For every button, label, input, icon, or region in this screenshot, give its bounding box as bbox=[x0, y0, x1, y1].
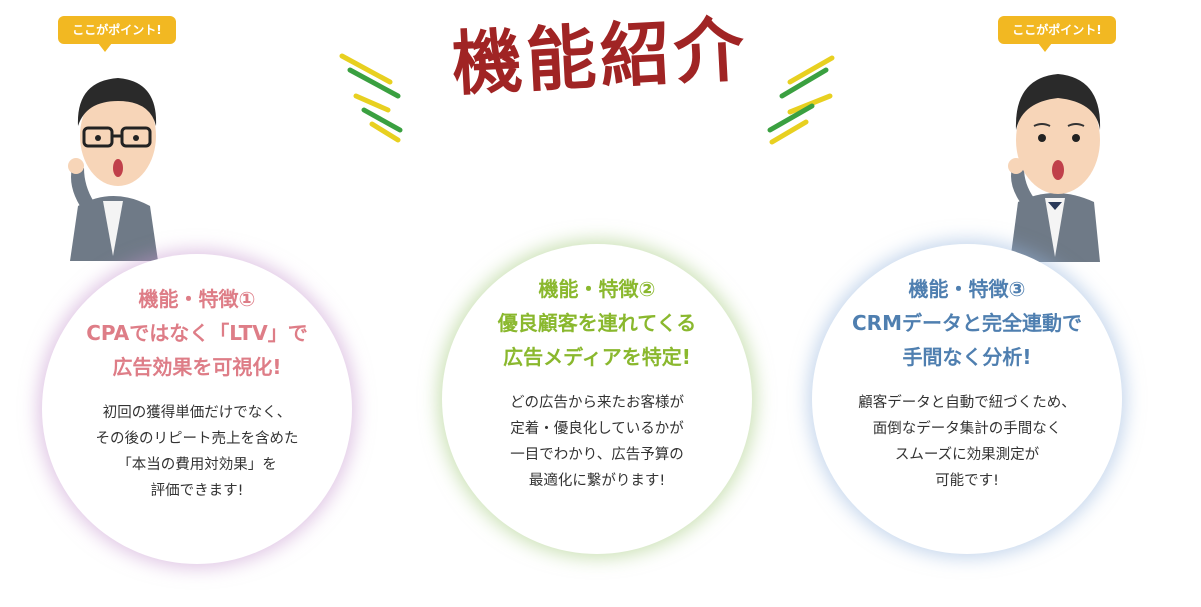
feature-1-body-line-4: 評価できます! bbox=[150, 483, 244, 499]
point-badge-right: ここがポイント! bbox=[998, 16, 1116, 52]
feature-card-1: 機能・特徴① CPAではなく「LTV」で 広告効果を可視化! 初回の獲得単価だけ… bbox=[42, 254, 352, 564]
feature-2-description: どの広告から来たお客様が 定着・優良化しているかが 一目でわかり、広告予算の 最… bbox=[452, 390, 742, 494]
feature-card-3: 機能・特徴③ CRMデータと完全連動で 手間なく分析! 顧客データと自動で紐づく… bbox=[812, 244, 1122, 554]
feature-1-title-line-3: 広告効果を可視化! bbox=[112, 355, 282, 379]
feature-3-body-line-4: 可能です! bbox=[935, 473, 999, 489]
feature-card-2: 機能・特徴② 優良顧客を連れてくる 広告メディアを特定! どの広告から来たお客様… bbox=[442, 244, 752, 554]
businessman-glasses-illustration bbox=[68, 78, 158, 261]
feature-1-title-line-2: CPAではなく「LTV」で bbox=[86, 321, 308, 345]
feature-2-title-line-3: 広告メディアを特定! bbox=[503, 345, 691, 369]
feature-1-body-line-1: 初回の獲得単価だけでなく、 bbox=[102, 405, 292, 421]
rays-decoration bbox=[339, 53, 835, 145]
feature-3-title-line-2: CRMデータと完全連動で bbox=[852, 311, 1082, 335]
feature-1-body-line-2: その後のリピート売上を含めた bbox=[95, 431, 299, 447]
feature-2-title-line-2: 優良顧客を連れてくる bbox=[497, 311, 697, 335]
feature-3-description: 顧客データと自動で紐づくため、 面倒なデータ集計の手間なく スムーズに効果測定が… bbox=[822, 390, 1112, 494]
feature-2-body-line-3: 一目でわかり、広告予算の bbox=[510, 447, 684, 463]
businessman-illustration bbox=[1008, 74, 1101, 262]
feature-3-body-line-2: 面倒なデータ集計の手間なく bbox=[872, 421, 1062, 437]
point-badge-left: ここがポイント! bbox=[58, 16, 176, 52]
feature-3-title-line-3: 手間なく分析! bbox=[902, 345, 1032, 369]
feature-1-description: 初回の獲得単価だけでなく、 その後のリピート売上を含めた 「本当の費用対効果」を… bbox=[52, 400, 342, 504]
feature-2-title: 機能・特徴② 優良顧客を連れてくる 広告メディアを特定! bbox=[452, 272, 742, 374]
feature-2-body-line-4: 最適化に繋がります! bbox=[528, 473, 666, 489]
feature-3-title: 機能・特徴③ CRMデータと完全連動で 手間なく分析! bbox=[822, 272, 1112, 374]
right-rays bbox=[767, 55, 835, 145]
left-rays bbox=[339, 53, 403, 143]
feature-1-body-line-3: 「本当の費用対効果」を bbox=[117, 457, 277, 473]
feature-2-body-line-2: 定着・優良化しているかが bbox=[510, 421, 684, 437]
feature-2-body-line-1: どの広告から来たお客様が bbox=[510, 395, 684, 411]
feature-2-heading: 機能・特徴② bbox=[538, 277, 656, 301]
feature-1-title: 機能・特徴① CPAではなく「LTV」で 広告効果を可視化! bbox=[52, 282, 342, 384]
feature-3-heading: 機能・特徴③ bbox=[908, 277, 1026, 301]
feature-3-body-line-3: スムーズに効果測定が bbox=[894, 447, 1040, 463]
feature-3-body-line-1: 顧客データと自動で紐づくため、 bbox=[858, 395, 1076, 411]
feature-1-heading: 機能・特徴① bbox=[138, 287, 256, 311]
